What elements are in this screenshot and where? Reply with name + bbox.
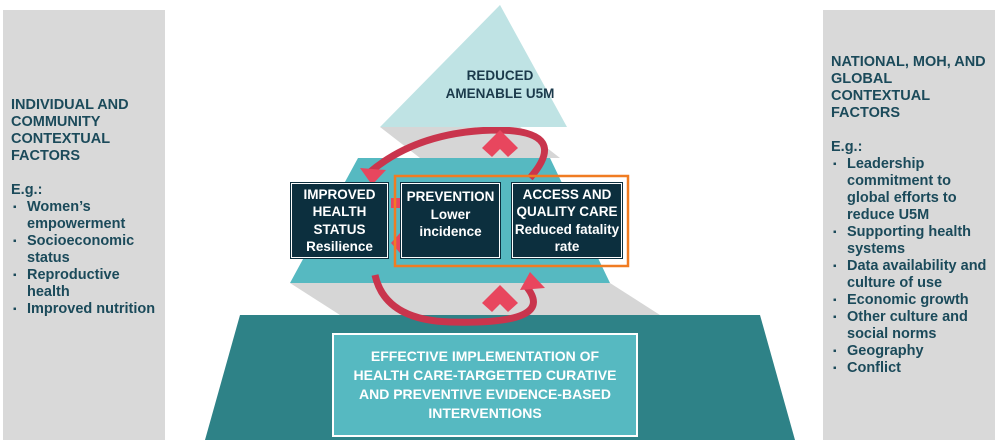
list-item: Geography — [831, 343, 987, 360]
orange-highlight-frame — [393, 174, 630, 268]
chevron-up-icon — [482, 130, 518, 157]
base-label: EFFECTIVE IMPLEMENTATION OF HEALTH CARE-… — [353, 348, 617, 421]
list-item: Economic growth — [831, 292, 987, 309]
list-item: Conflict — [831, 360, 987, 377]
right-panel-title: NATIONAL, MOH, AND GLOBAL CONTEXTUAL FAC… — [831, 54, 986, 121]
cycle-arrow-top — [367, 126, 549, 181]
base-interventions-box: EFFECTIVE IMPLEMENTATION OF HEALTH CARE-… — [332, 333, 638, 437]
right-panel-eg: E.g.: — [831, 139, 863, 155]
arrow-head-up-right — [520, 272, 545, 290]
middle-shadow — [290, 283, 660, 315]
access-quality-box: ACCESS AND QUALITY CARE Reduced fatality… — [511, 182, 623, 259]
box-title: IMPROVED HEALTH STATUS — [303, 186, 376, 237]
box-title: ACCESS AND QUALITY CARE — [516, 186, 618, 220]
box-subtitle: Reduced fatality rate — [514, 221, 620, 255]
box-subtitle: Lower incidence — [419, 206, 482, 240]
list-item: Supporting health systems — [831, 224, 987, 258]
list-item: Improved nutrition — [11, 301, 157, 318]
left-panel-eg: E.g.: — [11, 182, 43, 198]
list-item: Leadership commitment to global efforts … — [831, 156, 987, 224]
left-panel-title: INDIVIDUAL AND COMMUNITY CONTEXTUAL FACT… — [11, 97, 129, 164]
list-item: Women’s empowerment — [11, 199, 157, 233]
prevention-box: PREVENTION Lower incidence — [400, 182, 501, 259]
box-title: PREVENTION — [406, 189, 495, 204]
arrow-head-down-left — [360, 168, 386, 185]
list-item: Other culture and social norms — [831, 309, 987, 343]
list-item: Reproductive health — [11, 267, 157, 301]
chevron-up-icon — [482, 285, 518, 312]
right-context-panel: NATIONAL, MOH, AND GLOBAL CONTEXTUAL FAC… — [823, 10, 995, 440]
cycle-arrow-bottom — [371, 274, 537, 326]
list-item: Socioeconomic status — [11, 233, 157, 267]
list-item: Data availability and culture of use — [831, 258, 987, 292]
top-tier-label: REDUCED AMENABLE U5M — [445, 68, 555, 101]
left-context-panel: INDIVIDUAL AND COMMUNITY CONTEXTUAL FACT… — [3, 10, 165, 440]
box-subtitle: Resilience — [306, 239, 373, 254]
improved-health-box: IMPROVED HEALTH STATUS Resilience — [290, 182, 389, 259]
